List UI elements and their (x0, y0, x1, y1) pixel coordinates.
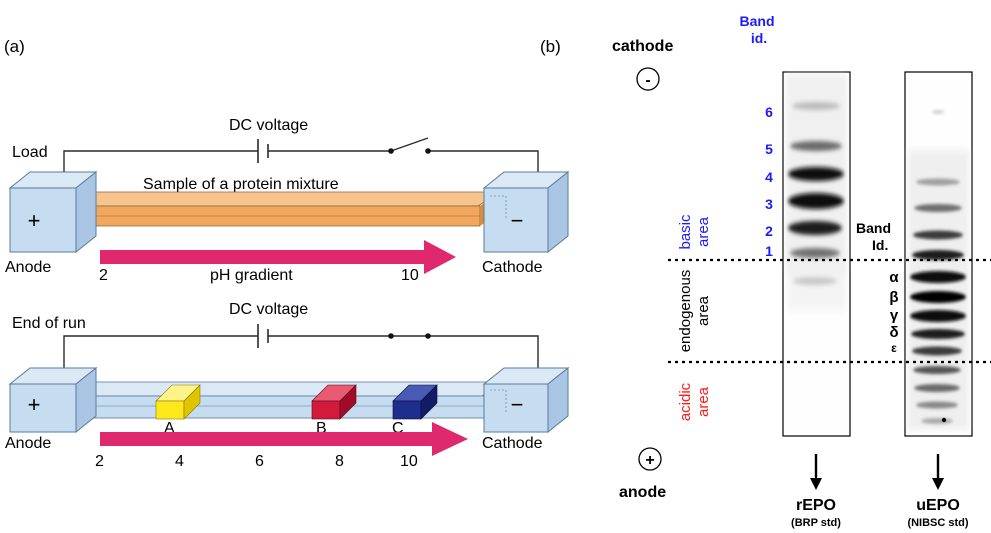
band-id-label: Band (856, 220, 891, 236)
cathode-label: Cathode (482, 259, 543, 276)
band-id-label: Id. (872, 237, 888, 253)
circuit-wire (63, 137, 539, 178)
switch-contact (425, 148, 431, 154)
band-a-label: A (164, 420, 175, 437)
greek-band-delta: δ (889, 324, 898, 341)
svg-text:acidic: acidic (677, 382, 694, 421)
minus-sign-icon: − (511, 392, 524, 417)
ph-tick-label: 6 (255, 453, 264, 470)
svg-text:area: area (695, 216, 712, 247)
battery-icon (257, 139, 269, 163)
battery-icon (257, 324, 269, 348)
ph-tick-label: 2 (95, 453, 104, 470)
plus-sign-icon: + (645, 452, 654, 469)
band-id-header: Band (740, 13, 775, 29)
ief-load-diagram: DC voltage Load Sample of a protein mixt… (5, 117, 570, 284)
greek-band-gamma: γ (890, 307, 899, 324)
endogenous-area-label: endogenous area (677, 270, 712, 353)
band-number: 5 (765, 141, 773, 157)
anode-label: Anode (5, 259, 51, 276)
lane-uepo-name: uEPO (916, 497, 960, 514)
band-number: 1 (765, 243, 773, 259)
voltage-label: DC voltage (229, 301, 308, 318)
band-id-header: id. (751, 30, 767, 46)
panel-b: (b) Band id. cathode - (540, 13, 991, 529)
svg-text:basic: basic (677, 214, 694, 250)
greek-band-alpha: α (889, 269, 899, 286)
panel-a: (a) DC voltage Load Sample of a protein … (4, 37, 570, 470)
switch-contact (388, 148, 394, 154)
band-number: 4 (765, 169, 773, 185)
basic-area-label: basic area (677, 214, 712, 250)
band-number: 6 (765, 104, 773, 120)
ph-end-label: 10 (401, 267, 419, 284)
band-b-label: B (316, 420, 327, 437)
svg-text:endogenous: endogenous (677, 270, 694, 353)
lane-repo-sub: (BRP std) (791, 517, 841, 529)
band-c-label: C (392, 420, 404, 437)
anode-box (8, 170, 98, 254)
minus-circle-icon (636, 67, 660, 91)
load-label: Load (12, 144, 48, 161)
down-arrow-icon (810, 454, 822, 490)
band-number: 3 (765, 196, 773, 212)
cathode-label: cathode (612, 38, 673, 55)
minus-sign-icon: - (645, 72, 650, 89)
sample-label: Sample of a protein mixture (143, 176, 339, 193)
plus-circle-icon (638, 447, 662, 471)
ph-tick-label: 4 (175, 453, 184, 470)
panel-a-label: (a) (4, 37, 25, 56)
plus-sign-icon: + (28, 392, 41, 417)
gel-strip (68, 191, 502, 227)
cathode-box (482, 170, 570, 254)
anode-label: anode (619, 484, 666, 501)
ph-tick-label: 10 (400, 453, 418, 470)
band-a (155, 384, 201, 420)
lane-repo (782, 71, 851, 437)
anode-label: Anode (5, 435, 51, 452)
ph-start-label: 2 (99, 267, 108, 284)
ph-gradient-arrow (100, 422, 468, 456)
end-of-run-label: End of run (12, 315, 86, 332)
gel-tube (72, 381, 504, 419)
ph-gradient-arrow (100, 240, 456, 274)
lane-uepo (904, 71, 973, 437)
cathode-box (482, 366, 570, 434)
panel-b-label: (b) (540, 37, 561, 56)
plus-sign-icon: + (28, 208, 41, 233)
band-b (311, 384, 357, 420)
voltage-label: DC voltage (229, 117, 308, 134)
minus-sign-icon: − (511, 208, 524, 233)
greek-band-epsilon: ε (891, 341, 897, 355)
band-c (392, 384, 438, 420)
ief-end-diagram: DC voltage End of run (5, 301, 570, 470)
lane-uepo-sub: (NIBSC std) (907, 517, 968, 529)
ph-tick-label: 8 (335, 453, 344, 470)
lane-repo-name: rEPO (796, 497, 836, 514)
cathode-label: Cathode (482, 435, 543, 452)
greek-band-list: α β γ δ ε (889, 269, 899, 355)
ph-gradient-label: pH gradient (210, 267, 293, 284)
greek-band-beta: β (889, 289, 898, 306)
svg-text:area: area (695, 386, 712, 417)
band-number-list: 6 5 4 3 2 1 (765, 104, 773, 259)
down-arrow-icon (932, 454, 944, 490)
acidic-area-label: acidic area (677, 382, 712, 421)
switch-contact (388, 333, 394, 339)
band-number: 2 (765, 223, 773, 239)
switch-contact (425, 333, 431, 339)
anode-box (8, 366, 98, 434)
circuit-wire (63, 335, 539, 370)
svg-text:area: area (695, 295, 712, 326)
